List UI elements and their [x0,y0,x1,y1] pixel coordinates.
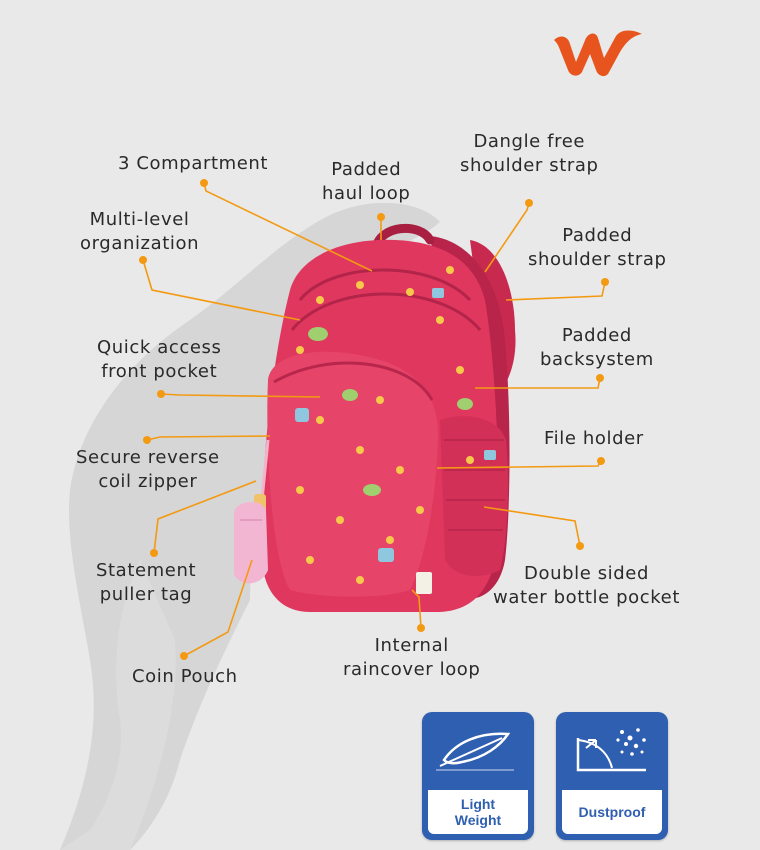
badge-dustproof-text: Dustproof [562,790,662,834]
label-dangle-free-shoulder-strap: Dangle free shoulder strap [460,131,599,176]
badge-light-weight: Light Weight [422,712,534,840]
label-padded-shoulder-strap: Padded shoulder strap [528,225,667,270]
label-secure-reverse-coil-zipper: Secure reverse coil zipper [76,447,220,492]
badge-light-weight-text: Light Weight [428,790,528,834]
label-internal-raincover-loop: Internal raincover loop [343,635,481,680]
label-file-holder: File holder [544,428,644,449]
label-3-compartment: 3 Compartment [118,153,269,174]
label-statement-puller-tag: Statement puller tag [96,560,197,605]
label-quick-access-front-pocket: Quick access front pocket [97,337,222,382]
label-padded-haul-loop: Padded haul loop [322,159,411,204]
label-double-sided-water-bottle-pocket: Double sided water bottle pocket [493,563,681,608]
label-coin-pouch: Coin Pouch [132,666,238,687]
wildcraft-w-logo-icon [554,30,642,77]
label-multi-level-organization: Multi-level organization [80,209,200,254]
label-padded-backsystem: Padded backsystem [540,325,654,370]
feather-icon [436,732,514,771]
badge-dustproof: Dustproof [556,712,668,840]
dust-particles-icon [576,728,646,772]
